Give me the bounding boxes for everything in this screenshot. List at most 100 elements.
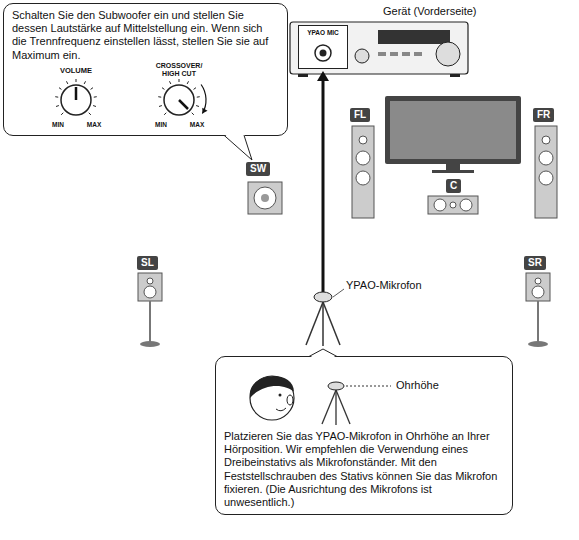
television xyxy=(385,96,521,164)
callout-pointer-layer xyxy=(224,135,252,160)
front-left-speaker xyxy=(352,126,374,218)
node-text: Schalten Sie den Subwoofer ein und stell… xyxy=(12,9,279,62)
knob-scale xyxy=(197,96,200,97)
receiver xyxy=(414,52,422,56)
surround-left-speaker xyxy=(144,286,156,298)
listener-head xyxy=(287,395,293,405)
surround-left-speaker xyxy=(140,341,160,347)
knob-label: MAX xyxy=(190,121,204,128)
speaker-tag: FL xyxy=(350,108,370,122)
microphone-tripod xyxy=(322,302,324,346)
knob-scale xyxy=(164,112,166,114)
knob-scale xyxy=(94,96,97,97)
microphone-tripod xyxy=(306,289,344,346)
node-text: SR xyxy=(528,257,542,269)
crossover-knob xyxy=(179,100,188,109)
subwoofer xyxy=(261,194,269,202)
knob-scale xyxy=(158,96,161,97)
surround-right-speaker xyxy=(526,273,550,347)
front-left-speaker xyxy=(356,151,370,165)
front-right-speaker xyxy=(539,171,553,185)
television xyxy=(446,164,460,170)
receiver xyxy=(290,22,468,74)
node-text: SL xyxy=(141,257,154,269)
receiver xyxy=(436,42,460,66)
speaker-tag: SR xyxy=(524,256,546,270)
volume-knob xyxy=(75,87,78,100)
receiver xyxy=(450,74,460,77)
instruction-callout: Schalten Sie den Subwoofer ein und stell… xyxy=(3,3,288,136)
television xyxy=(390,101,516,159)
knob-scale xyxy=(159,105,162,107)
node-text: SW xyxy=(250,163,266,175)
front-left-speaker xyxy=(359,136,367,144)
microphone-tripod xyxy=(323,302,340,345)
receiver xyxy=(390,52,398,56)
microphone-tripod xyxy=(306,302,323,345)
crossover-knob xyxy=(202,107,207,113)
receiver xyxy=(378,52,386,56)
listener-head xyxy=(276,408,286,411)
listener-head xyxy=(250,376,294,398)
front-right-speaker xyxy=(542,136,550,144)
node-text: Platzieren Sie das YPAO-Mikrofon in Ohrh… xyxy=(224,430,504,509)
television xyxy=(385,96,521,173)
speaker-tag: C xyxy=(446,179,461,193)
knob-label: MAX xyxy=(87,121,101,128)
surround-right-speaker xyxy=(532,286,544,298)
instruction-callout: OhrhöhePlatzieren Sie das YPAO-Mikrofon … xyxy=(215,356,513,515)
knob-scale xyxy=(179,79,180,82)
node-text: C xyxy=(450,180,457,192)
television xyxy=(432,170,474,173)
speaker-tag: SL xyxy=(137,256,158,270)
surround-left-speaker xyxy=(149,301,151,343)
knob-scale xyxy=(91,87,93,89)
surround-right-speaker xyxy=(535,278,541,284)
mic-jack xyxy=(298,25,348,69)
ear-height-panel: Ohrhöhe xyxy=(224,362,504,426)
center-speaker xyxy=(428,196,478,214)
volume-knob xyxy=(61,85,91,115)
node-text: YPAO MIC xyxy=(299,29,347,36)
volume-knob xyxy=(61,85,91,115)
surround-right-speaker xyxy=(537,301,539,343)
center-speaker xyxy=(450,202,456,208)
speaker-tag: FR xyxy=(533,108,554,122)
microphone-tripod xyxy=(322,382,350,425)
knob-scale xyxy=(61,112,63,114)
knob-scale xyxy=(56,105,59,107)
knob-scale xyxy=(55,96,58,97)
microphone-tripod xyxy=(333,289,344,297)
center-speaker xyxy=(428,196,478,214)
callout-pointer-layer xyxy=(309,349,337,358)
knob-panel: VOLUMECROSSOVER/ HIGH CUTMINMAXMINMAX xyxy=(12,64,279,130)
microphone-tripod xyxy=(322,390,336,424)
surround-left-speaker xyxy=(138,273,162,301)
surround-left-speaker xyxy=(147,278,153,284)
knob-scale xyxy=(187,81,188,84)
listener-drawing xyxy=(224,362,500,426)
knob-label: MIN xyxy=(52,121,64,128)
knob-scale xyxy=(76,79,77,82)
crossover-knob xyxy=(164,84,208,115)
surround-left-speaker xyxy=(138,273,162,347)
receiver xyxy=(298,74,308,77)
microphone-tripod xyxy=(314,292,332,302)
surround-right-speaker xyxy=(528,341,548,347)
node-text: FL xyxy=(354,109,366,121)
center-speaker xyxy=(434,199,446,211)
subwoofer xyxy=(248,182,282,214)
knob-scale xyxy=(169,81,170,84)
caption-label: Gerät (Vorderseite) xyxy=(383,5,477,18)
jack-closeup: YPAO MIC xyxy=(298,25,348,69)
receiver xyxy=(355,49,369,63)
front-right-speaker xyxy=(535,126,557,218)
knob-drawing xyxy=(12,64,281,130)
callout-pointer-layer xyxy=(224,134,252,160)
listener-head xyxy=(250,376,294,420)
mic-jack xyxy=(320,50,327,57)
knob-scale xyxy=(55,79,199,115)
subwoofer xyxy=(254,187,276,209)
knob-scale xyxy=(196,105,199,107)
